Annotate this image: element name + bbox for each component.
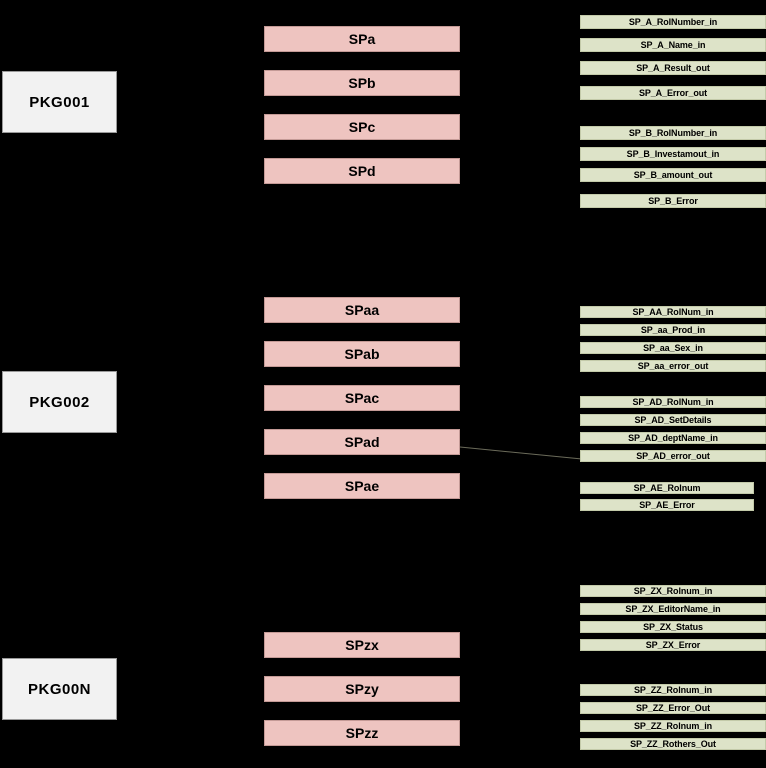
- parameter-box-p18[interactable]: SP_AE_Error: [580, 499, 754, 511]
- procedure-box-spd[interactable]: SPd: [264, 158, 460, 184]
- parameter-box-p12[interactable]: SP_aa_error_out: [580, 360, 766, 372]
- parameter-box-p13[interactable]: SP_AD_RolNum_in: [580, 396, 766, 408]
- parameter-box-p20[interactable]: SP_ZX_EditorName_in: [580, 603, 766, 615]
- parameter-box-p19[interactable]: SP_ZX_Rolnum_in: [580, 585, 766, 597]
- procedure-box-spad[interactable]: SPad: [264, 429, 460, 455]
- procedure-box-spaa[interactable]: SPaa: [264, 297, 460, 323]
- connector-line-c1: [459, 446, 583, 460]
- parameter-box-p17[interactable]: SP_AE_Rolnum: [580, 482, 754, 494]
- procedure-box-spc[interactable]: SPc: [264, 114, 460, 140]
- parameter-box-p04[interactable]: SP_A_Error_out: [580, 86, 766, 100]
- package-box-pkg002[interactable]: PKG002: [2, 371, 117, 433]
- package-box-pkg00n[interactable]: PKG00N: [2, 658, 117, 720]
- procedure-box-spab[interactable]: SPab: [264, 341, 460, 367]
- parameter-box-p11[interactable]: SP_aa_Sex_in: [580, 342, 766, 354]
- parameter-box-p22[interactable]: SP_ZX_Error: [580, 639, 766, 651]
- parameter-box-p23[interactable]: SP_ZZ_Rolnum_in: [580, 684, 766, 696]
- parameter-box-p03[interactable]: SP_A_Result_out: [580, 61, 766, 75]
- parameter-box-p15[interactable]: SP_AD_deptName_in: [580, 432, 766, 444]
- parameter-box-p02[interactable]: SP_A_Name_in: [580, 38, 766, 52]
- procedure-box-spa[interactable]: SPa: [264, 26, 460, 52]
- procedure-box-spzz[interactable]: SPzz: [264, 720, 460, 746]
- parameter-box-p05[interactable]: SP_B_RolNumber_in: [580, 126, 766, 140]
- parameter-box-p07[interactable]: SP_B_amount_out: [580, 168, 766, 182]
- package-box-pkg001[interactable]: PKG001: [2, 71, 117, 133]
- parameter-box-p01[interactable]: SP_A_RolNumber_in: [580, 15, 766, 29]
- parameter-box-p24[interactable]: SP_ZZ_Error_Out: [580, 702, 766, 714]
- parameter-box-p06[interactable]: SP_B_Investamout_in: [580, 147, 766, 161]
- parameter-box-p08[interactable]: SP_B_Error: [580, 194, 766, 208]
- parameter-box-p25[interactable]: SP_ZZ_Rolnum_in: [580, 720, 766, 732]
- parameter-box-p10[interactable]: SP_aa_Prod_in: [580, 324, 766, 336]
- procedure-box-spb[interactable]: SPb: [264, 70, 460, 96]
- parameter-box-p26[interactable]: SP_ZZ_Rothers_Out: [580, 738, 766, 750]
- parameter-box-p09[interactable]: SP_AA_RolNum_in: [580, 306, 766, 318]
- procedure-box-spzy[interactable]: SPzy: [264, 676, 460, 702]
- parameter-box-p14[interactable]: SP_AD_SetDetails: [580, 414, 766, 426]
- procedure-box-spac[interactable]: SPac: [264, 385, 460, 411]
- parameter-box-p16[interactable]: SP_AD_error_out: [580, 450, 766, 462]
- procedure-box-spae[interactable]: SPae: [264, 473, 460, 499]
- parameter-box-p21[interactable]: SP_ZX_Status: [580, 621, 766, 633]
- procedure-box-spzx[interactable]: SPzx: [264, 632, 460, 658]
